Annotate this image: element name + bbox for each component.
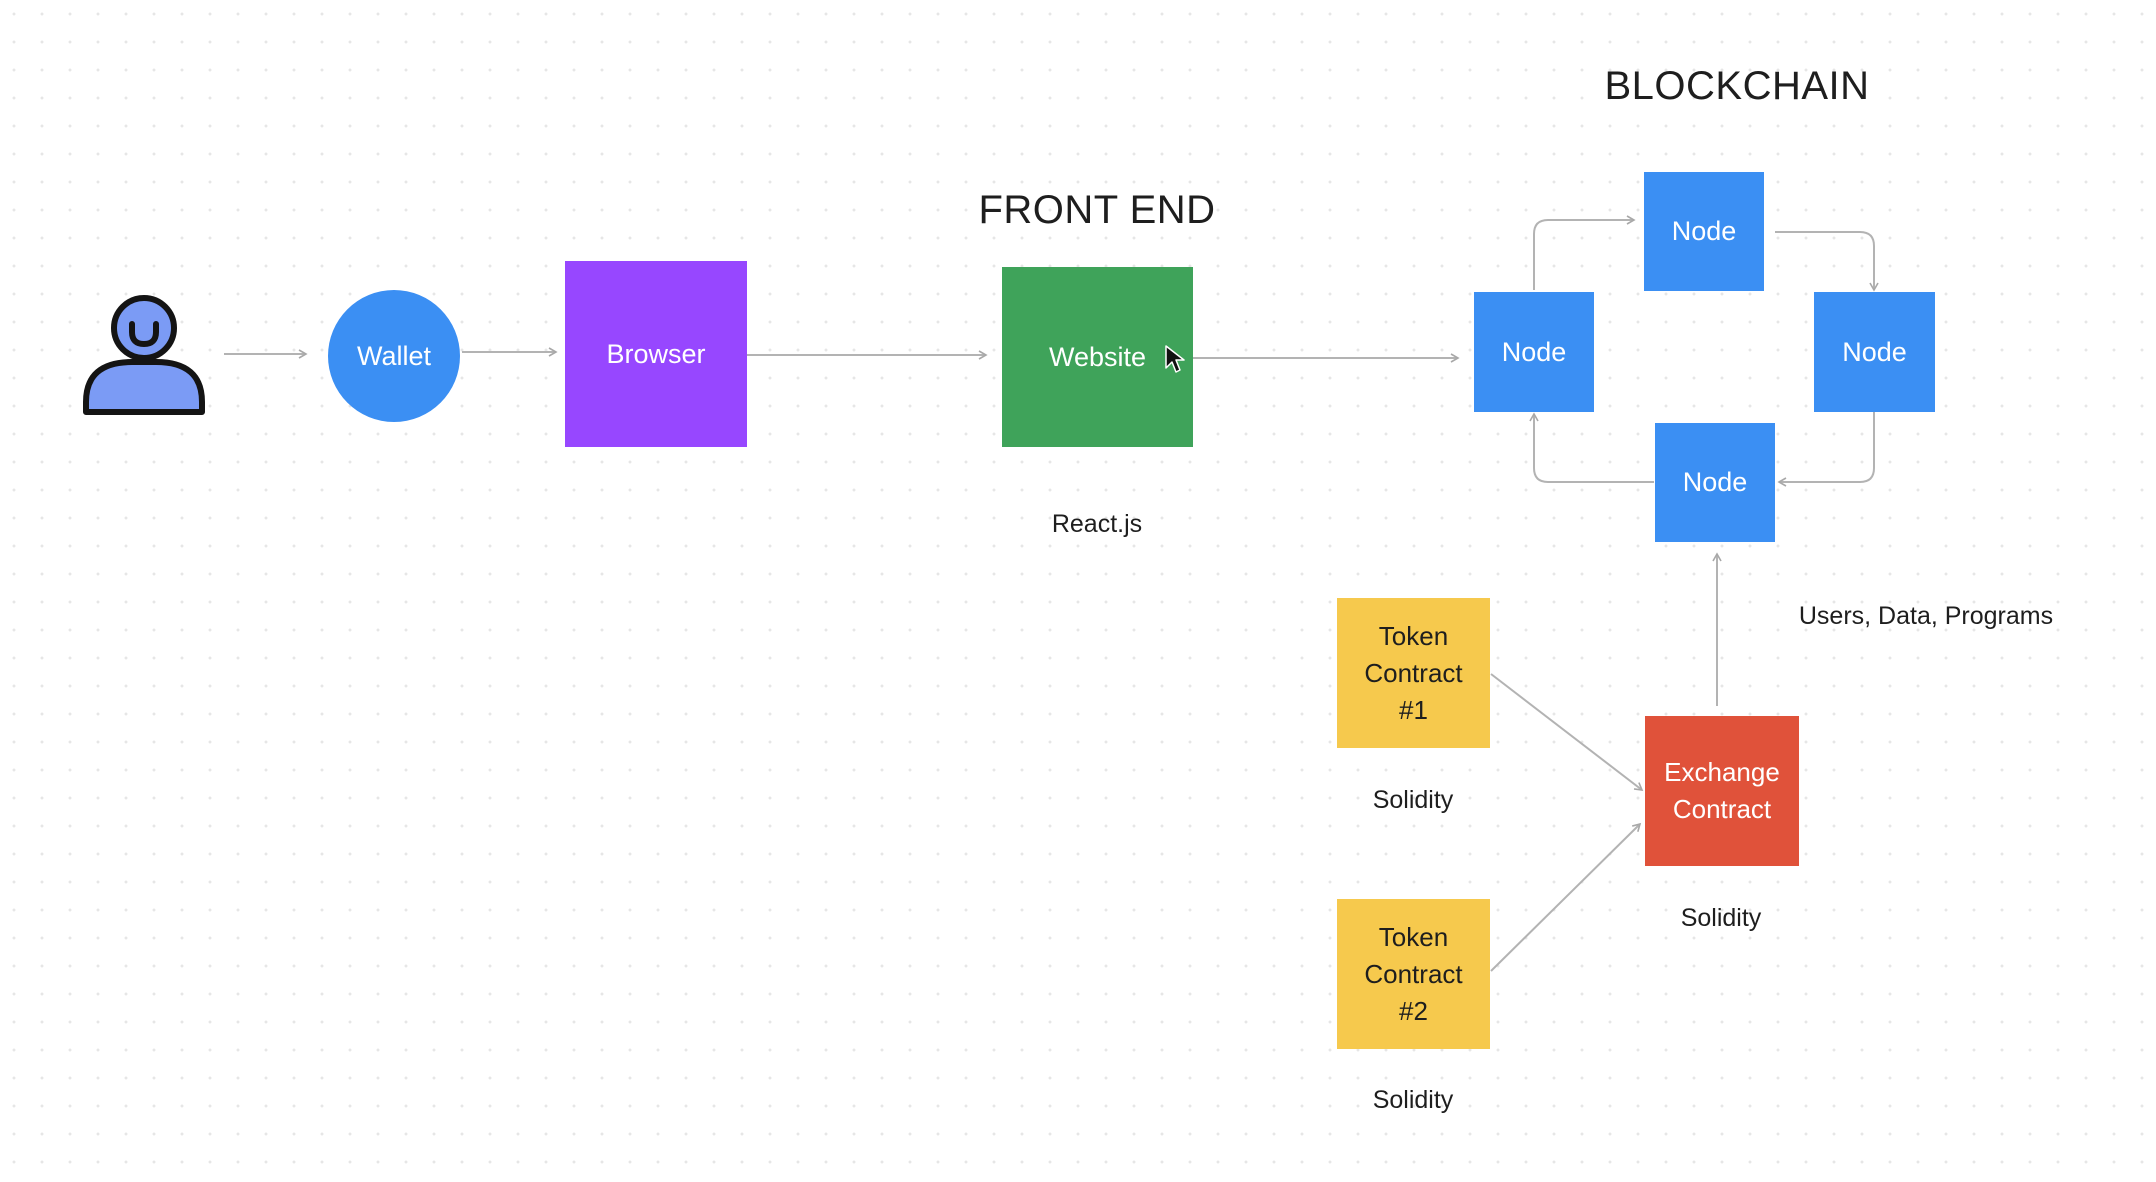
token-contract-2-caption: Solidity — [1372, 1086, 1454, 1114]
node-left-label: Node — [1501, 336, 1567, 367]
blockchain-title: BLOCKCHAIN — [1604, 64, 1870, 108]
mouse-pointer-icon — [1165, 345, 1185, 373]
token-contract-1[interactable]: Token Contract #1 — [1337, 598, 1490, 748]
browser-node[interactable]: Browser — [565, 261, 747, 447]
arrow-node-left-to-top — [1533, 215, 1636, 290]
node-bottom-label: Node — [1682, 467, 1748, 497]
token-contract-1-label: Token Contract #1 — [1364, 620, 1463, 725]
exchange-contract-caption: Solidity — [1680, 904, 1762, 932]
arrow-token1-to-exchange — [1490, 673, 1644, 791]
arrow-token2-to-exchange — [1490, 822, 1642, 972]
users-data-programs-annotation: Users, Data, Programs — [1798, 602, 2054, 630]
token-contract-2-label: Token Contract #2 — [1364, 921, 1463, 1026]
node-right[interactable]: Node — [1814, 292, 1935, 412]
exchange-contract[interactable]: Exchange Contract — [1645, 716, 1799, 866]
wallet-label: Wallet — [356, 340, 431, 371]
node-bottom[interactable]: Node — [1655, 423, 1775, 542]
user-person-icon — [83, 295, 205, 415]
node-top-label: Node — [1671, 216, 1737, 246]
browser-label: Browser — [606, 338, 706, 369]
arrow-node-bottom-to-left — [1529, 412, 1654, 483]
node-right-label: Node — [1842, 336, 1907, 367]
node-top[interactable]: Node — [1644, 172, 1764, 291]
token-contract-1-caption: Solidity — [1372, 786, 1454, 814]
website-node[interactable]: Website — [1002, 267, 1193, 447]
node-left[interactable]: Node — [1474, 292, 1594, 412]
exchange-contract-label: Exchange Contract — [1664, 757, 1780, 824]
arrow-node-top-to-right — [1775, 231, 1879, 292]
website-caption: React.js — [1051, 510, 1143, 538]
front-end-title: FRONT END — [978, 188, 1216, 232]
wallet-node[interactable]: Wallet — [328, 290, 460, 422]
arrow-node-right-to-bottom — [1777, 412, 1875, 487]
token-contract-2[interactable]: Token Contract #2 — [1337, 899, 1490, 1049]
website-label: Website — [1048, 341, 1147, 372]
